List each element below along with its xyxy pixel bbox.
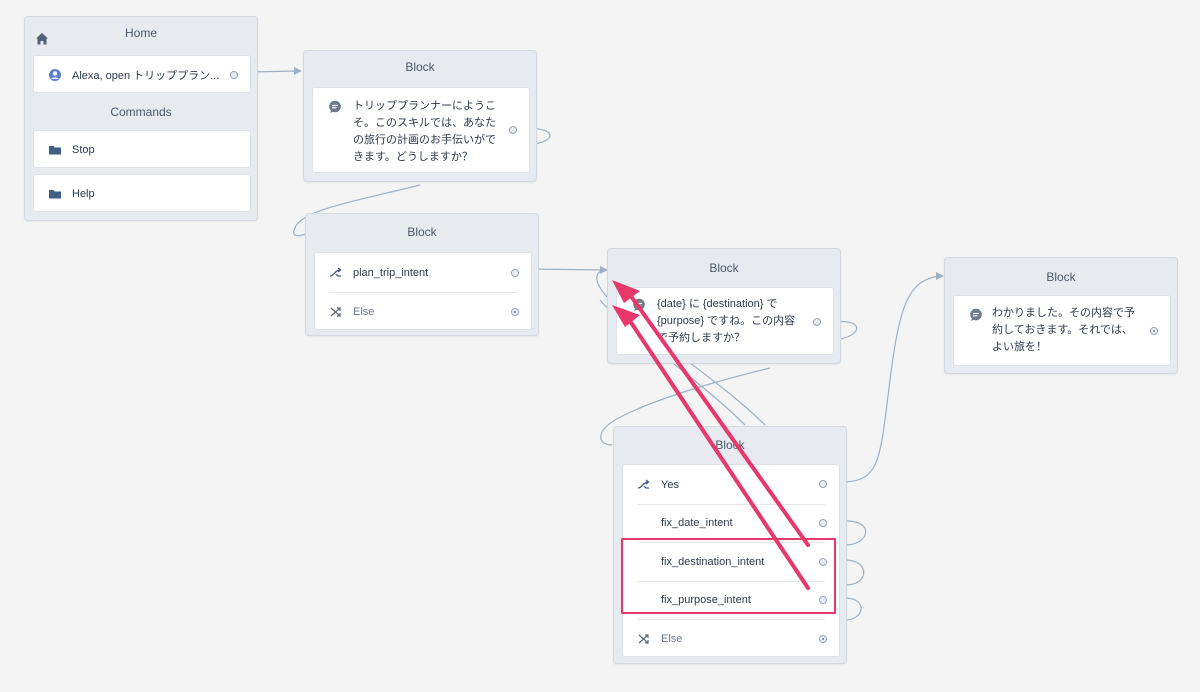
welcome-message: トリッププランナーにようこ そ。このスキルでは、あなた の旅行の計画のお手伝いが…: [353, 100, 496, 163]
cross-arrows-icon: [637, 632, 651, 646]
confirm-output-port[interactable]: [813, 318, 821, 326]
else-output-port[interactable]: [511, 308, 519, 316]
home-block-title: Home: [124, 26, 157, 40]
confirm-speak-card[interactable]: {date} に {destination} で {purpose} ですね。こ…: [616, 287, 834, 355]
yes-output-port[interactable]: [819, 480, 827, 488]
choice-fix-purpose-intent[interactable]: fix_purpose_intent: [623, 581, 839, 619]
welcome-output-port[interactable]: [509, 126, 517, 134]
fix-purpose-output-port[interactable]: [819, 596, 827, 604]
welcome-speak-card[interactable]: トリッププランナーにようこ そ。このスキルでは、あなた の旅行の計画のお手伝いが…: [312, 87, 530, 173]
choice-else[interactable]: Else: [623, 619, 839, 658]
launch-output-port[interactable]: [230, 71, 238, 79]
choice-yes[interactable]: Yes: [623, 465, 839, 504]
final-speak-card[interactable]: わかりました。その内容で予 約しておきます。それでは、 よい旅を！: [953, 295, 1171, 366]
else-output-port[interactable]: [819, 635, 827, 643]
choice-else[interactable]: Else: [315, 292, 531, 331]
choice-label: fix_date_intent: [661, 517, 733, 529]
wire-fix-destination: [844, 559, 865, 586]
folder-icon: [48, 187, 62, 201]
cross-arrows-icon: [329, 305, 343, 319]
annotation-highlight-box: [621, 538, 836, 614]
command-stop-label: Stop: [72, 144, 95, 156]
fix-date-output-port[interactable]: [819, 519, 827, 527]
confirm-block-title: Block: [709, 261, 739, 275]
choice-fix-date-intent[interactable]: fix_date_intent: [623, 504, 839, 542]
intent-block-title: Block: [407, 225, 437, 239]
choice-plan-trip-intent[interactable]: plan_trip_intent: [315, 253, 531, 292]
choice-label: plan_trip_intent: [353, 266, 429, 279]
fix-destination-output-port[interactable]: [819, 558, 827, 566]
choice-block-title: Block: [715, 438, 745, 452]
choice-label: fix_purpose_intent: [661, 594, 751, 606]
choice-label: Else: [353, 305, 375, 318]
home-block-header: Home: [25, 17, 257, 49]
home-icon: [35, 26, 49, 45]
welcome-block[interactable]: Block トリッププランナーにようこ そ。このスキルでは、あなた の旅行の計画…: [303, 50, 537, 182]
folder-icon: [48, 143, 62, 157]
command-help-label: Help: [72, 188, 95, 200]
final-message: わかりました。その内容で予 約しておきます。それでは、 よい旅を！: [992, 307, 1135, 353]
command-help[interactable]: Help: [33, 174, 251, 212]
speech-bubble-icon: [632, 298, 646, 312]
final-block-title: Block: [1046, 270, 1076, 284]
command-stop[interactable]: Stop: [33, 130, 251, 168]
confirm-block[interactable]: Block {date} に {destination} で {purpose}…: [607, 248, 841, 364]
speech-bubble-icon: [969, 308, 983, 322]
wire-fix-purpose: [844, 597, 862, 621]
confirm-message: {date} に {destination} で {purpose} ですね。こ…: [657, 298, 796, 344]
shuffle-intent-icon: [637, 478, 651, 492]
final-block[interactable]: Block わかりました。その内容で予 約しておきます。それでは、 よい旅を！: [944, 257, 1178, 374]
wire-yes-to-final: [844, 275, 941, 483]
welcome-block-title: Block: [405, 60, 435, 74]
plan-trip-output-port[interactable]: [511, 269, 519, 277]
home-block[interactable]: Home Alexa, open トリッププラン... Commands Sto…: [24, 16, 258, 221]
intent-choices-card[interactable]: plan_trip_intent Else: [314, 252, 532, 330]
commands-title: Commands: [110, 105, 172, 119]
speech-bubble-icon: [328, 100, 342, 114]
wire-fix-date: [844, 520, 867, 546]
launch-phrase: Alexa, open トリッププラン...: [72, 70, 220, 82]
intent-block[interactable]: Block plan_trip_intent Else: [305, 213, 539, 336]
final-end-port[interactable]: [1150, 327, 1158, 335]
wire-intent-to-confirm: [530, 268, 606, 271]
launch-phrase-card[interactable]: Alexa, open トリッププラン...: [33, 55, 251, 93]
choice-label: Yes: [661, 478, 679, 491]
user-icon: [48, 68, 62, 82]
choice-label: Else: [661, 632, 683, 645]
shuffle-intent-icon: [329, 266, 343, 280]
